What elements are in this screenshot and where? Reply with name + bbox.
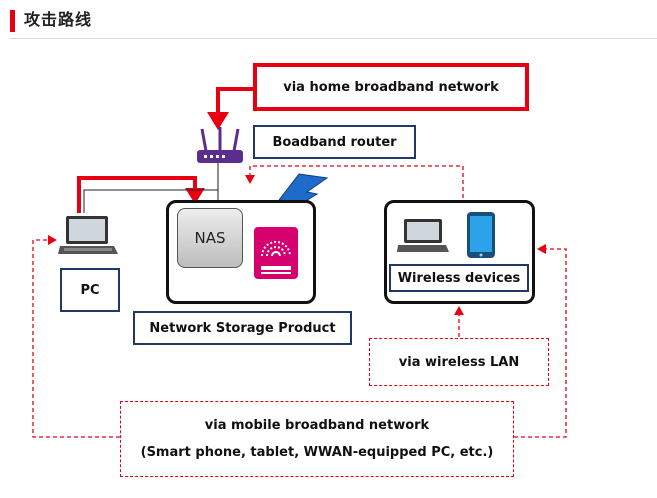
wireless-devices-label-box: Wireless devices [389,264,529,292]
pc-label: PC [80,282,100,298]
router-label-box: Boadband router [253,125,416,159]
page-title: 攻击路线 [24,10,93,29]
network-storage-label-box: Network Storage Product [133,311,352,345]
mobile-broadband-label: via mobile broadband network [204,418,430,433]
wireless-to-router-arrowhead [245,175,255,184]
network-storage-label: Network Storage Product [149,320,336,336]
nas-label: NAS [194,229,226,247]
page-header: 攻击路线 [0,0,657,39]
home-broadband-attack-line [216,87,253,117]
router-icon [197,127,243,163]
router-label: Boadband router [272,134,397,150]
wireless-to-router-dashed [249,165,464,198]
pc-to-nas-arrowhead [185,188,205,204]
mobile-broadband-sublabel: (Smart phone, tablet, WWAN-equipped PC, … [140,445,494,460]
wireless-lan-label: via wireless LAN [398,354,520,370]
home-broadband-arrowhead [207,112,229,130]
mobile-to-wireless-arrowhead [537,244,546,254]
wlan-to-wireless-arrowhead [454,306,464,315]
laptop-icon [397,219,449,252]
header-divider [10,38,657,39]
wireless-devices-label: Wireless devices [397,270,521,286]
storage-device-icon [254,227,298,279]
laptop-icon [58,216,118,254]
nas-icon: NAS [177,208,243,268]
pc-to-nas-attack-line [77,176,197,213]
header-accent-bar [10,10,15,32]
home-broadband-label: via home broadband network [283,79,499,95]
mobile-to-pc-dashed [32,239,120,438]
smartphone-icon [467,212,495,258]
mobile-broadband-box: via mobile broadband network (Smart phon… [120,401,514,477]
mobile-to-pc-arrowhead [48,235,57,245]
home-broadband-box: via home broadband network [253,63,529,111]
wireless-lan-box: via wireless LAN [369,338,549,386]
pc-label-box: PC [60,268,120,312]
